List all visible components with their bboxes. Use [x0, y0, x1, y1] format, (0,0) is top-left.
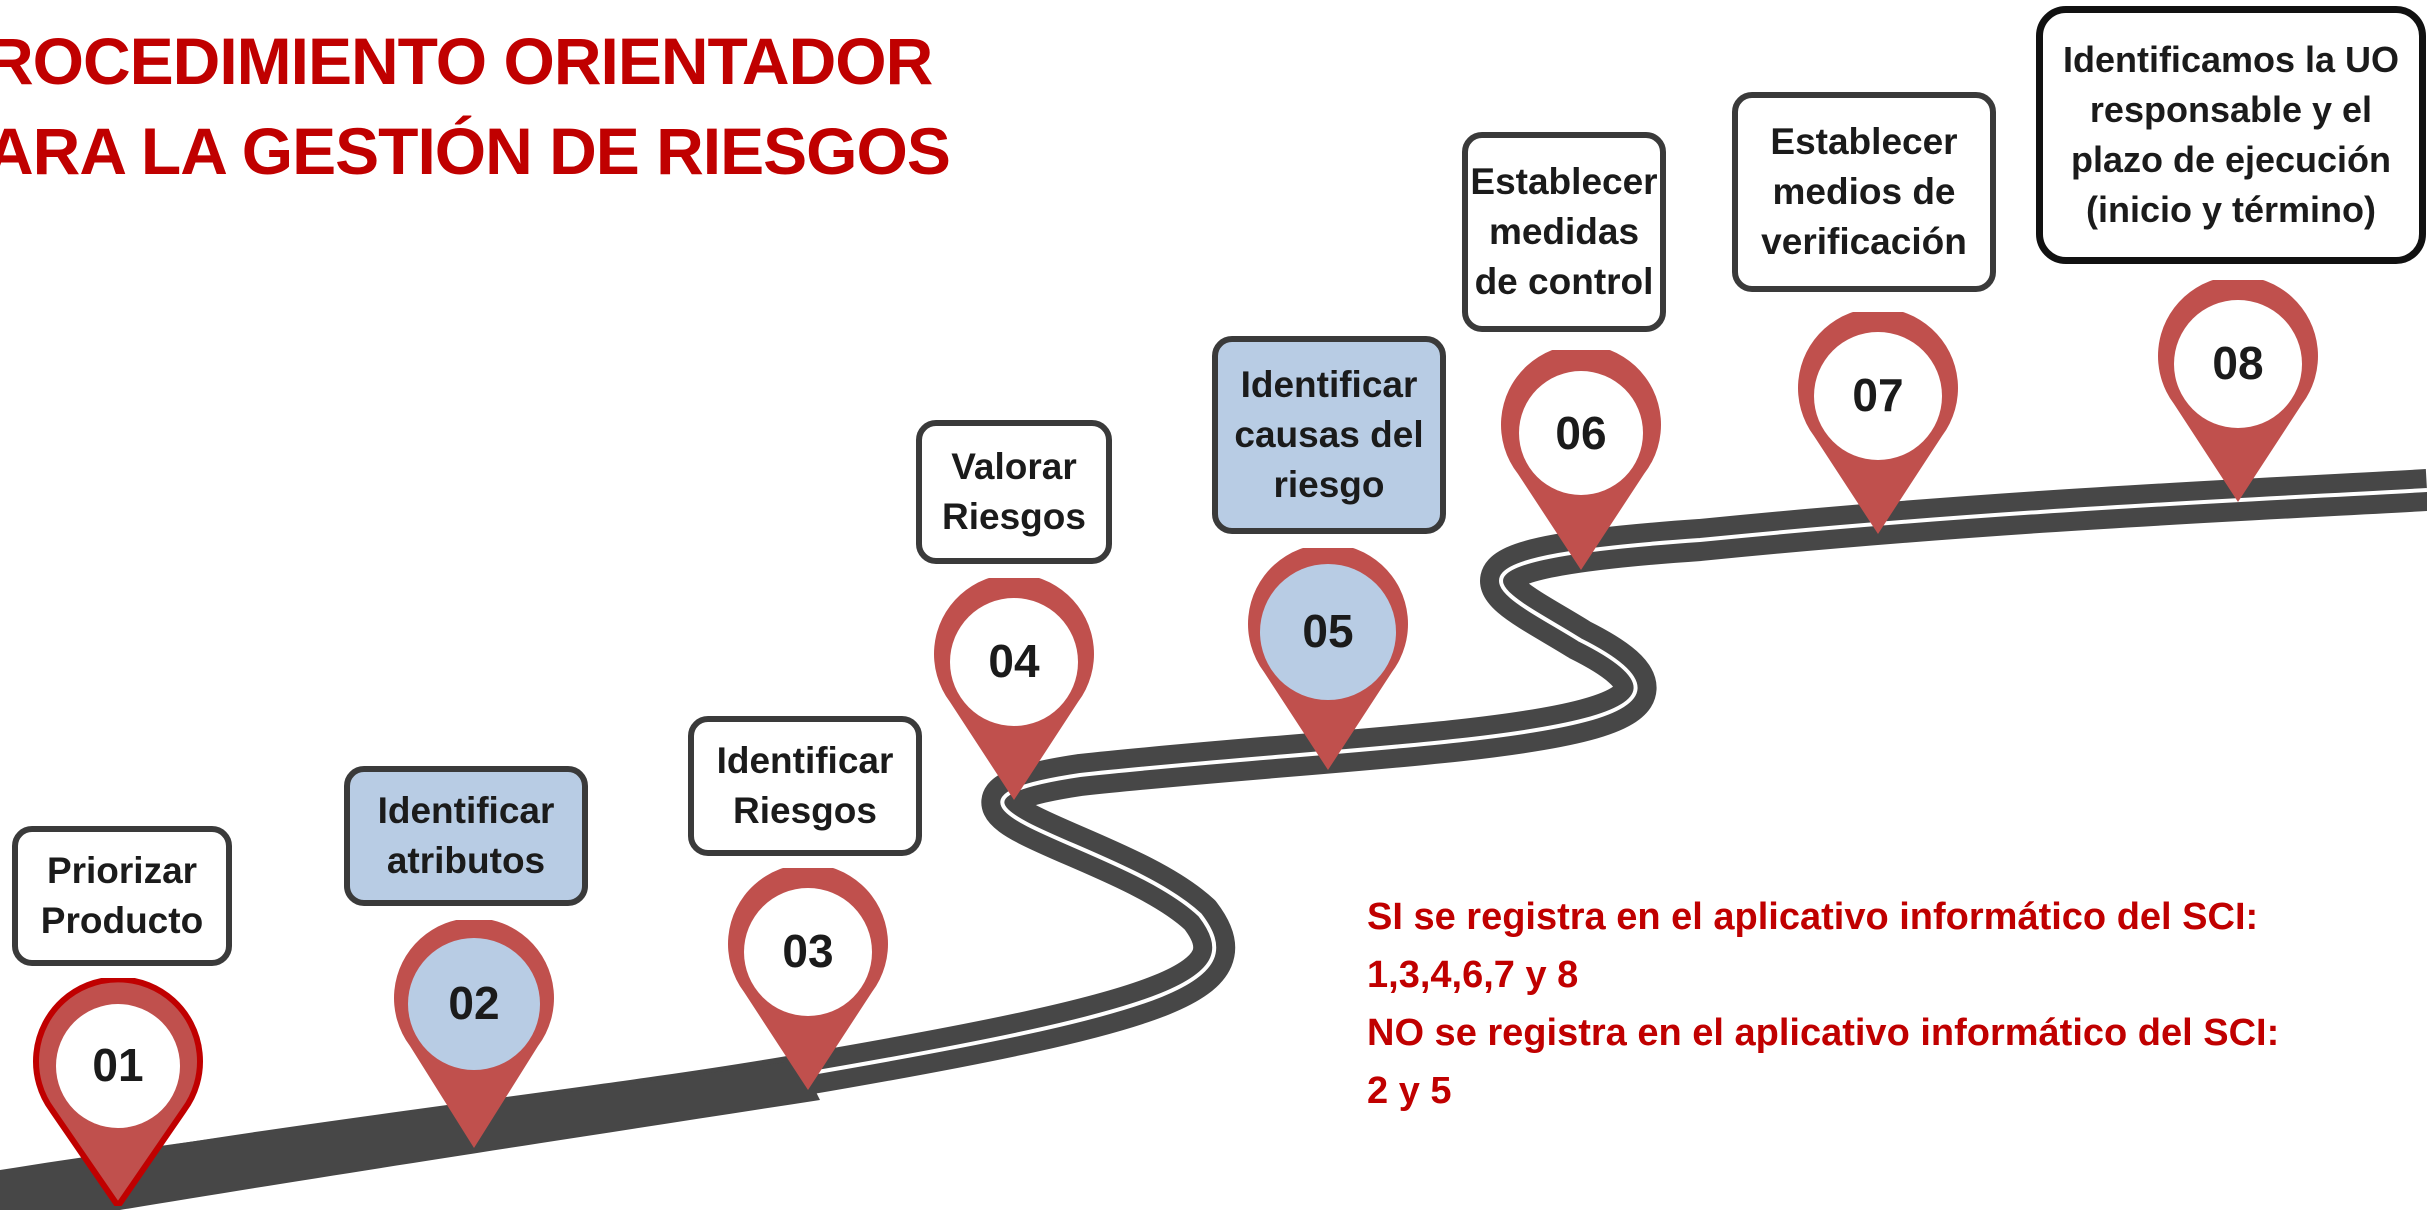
- road-foreground: [0, 1060, 820, 1210]
- step-number-07: 07: [1852, 369, 1904, 421]
- step-label-07: Establecer medios de verificación: [1732, 92, 1996, 292]
- note-line-1: SI se registra en el aplicativo informát…: [1367, 896, 2259, 938]
- map-pin-02: 02: [390, 918, 558, 1148]
- map-pin-05: 05: [1244, 544, 1412, 770]
- step-number-05: 05: [1302, 605, 1354, 657]
- step-number-03: 03: [782, 925, 834, 977]
- step-label-02: Identificar atributos: [344, 766, 588, 906]
- map-pin-01: 01: [30, 976, 206, 1211]
- map-pin-06: 06: [1498, 344, 1664, 570]
- registration-note: SI se registra en el aplicativo informát…: [1367, 888, 2279, 1120]
- step-label-06: Establecer medidas de control: [1462, 132, 1666, 332]
- page-title: ROCEDIMIENTO ORIENTADOR ARA LA GESTIÓN D…: [0, 16, 951, 196]
- title-line-2: ARA LA GESTIÓN DE RIESGOS: [0, 114, 951, 188]
- step-number-01: 01: [92, 1039, 144, 1091]
- note-line-2: 1,3,4,6,7 y 8: [1367, 954, 1579, 996]
- step-label-08: Identificamos la UO responsable y el pla…: [2036, 6, 2426, 264]
- note-line-3: NO se registra en el aplicativo informát…: [1367, 1012, 2280, 1054]
- pin-marker-icon: [394, 918, 554, 1148]
- step-number-02: 02: [448, 977, 500, 1029]
- step-number-04: 04: [988, 635, 1040, 687]
- map-pin-08: 08: [2154, 276, 2322, 502]
- step-label-04: Valorar Riesgos: [916, 420, 1112, 564]
- step-label-03: Identificar Riesgos: [688, 716, 922, 856]
- pin-marker-icon: [2158, 276, 2318, 502]
- note-line-4: 2 y 5: [1367, 1070, 1452, 1112]
- title-line-1: ROCEDIMIENTO ORIENTADOR: [0, 24, 933, 98]
- pin-marker-icon: [728, 864, 888, 1090]
- pin-marker-icon: [1501, 344, 1661, 570]
- step-label-05: Identificar causas del riesgo: [1212, 336, 1446, 534]
- step-label-01: Priorizar Producto: [12, 826, 232, 966]
- map-pin-04: 04: [930, 574, 1098, 800]
- step-number-08: 08: [2212, 337, 2264, 389]
- map-pin-07: 07: [1794, 308, 1962, 534]
- pin-marker-icon: [1798, 308, 1958, 534]
- pin-marker-icon: [934, 574, 1094, 800]
- map-pin-03: 03: [724, 864, 892, 1090]
- pin-marker-icon: [1248, 544, 1408, 770]
- pin-marker-icon: [33, 976, 203, 1211]
- step-number-06: 06: [1555, 407, 1607, 459]
